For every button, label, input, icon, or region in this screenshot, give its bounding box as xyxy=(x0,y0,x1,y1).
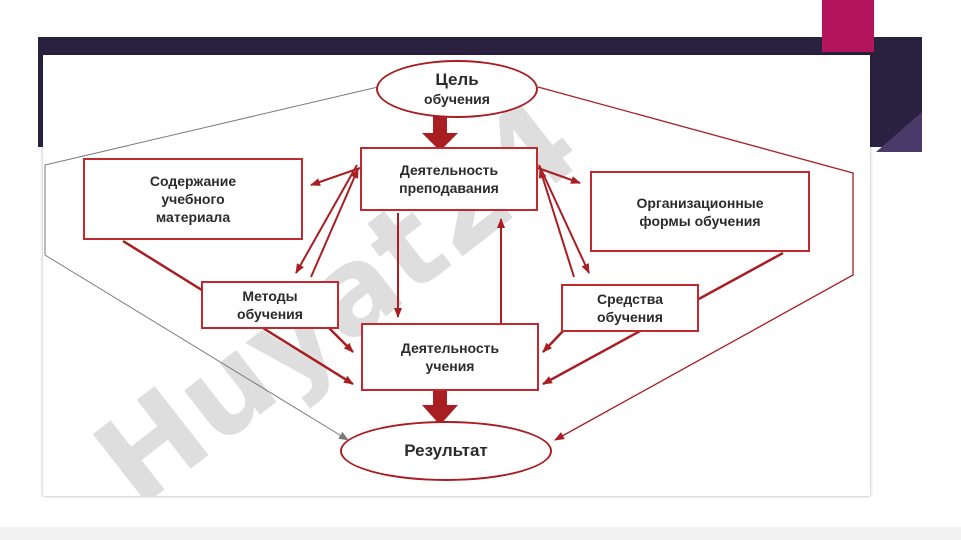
learning-label-line1: Деятельность xyxy=(400,340,500,356)
teaching-label-line2: преподавания xyxy=(399,180,499,196)
forms-label-line2: формы обучения xyxy=(639,212,761,229)
methods-label-line1: Методы xyxy=(242,288,298,304)
teaching-activity-box: Деятельность преподавания xyxy=(360,147,538,211)
content-box: Содержание учебного материала xyxy=(83,158,303,240)
forms-label-line1: Организационные xyxy=(636,194,764,211)
teaching-to-methods-arrow xyxy=(295,164,358,274)
methods-to-learning-arrow xyxy=(327,326,354,353)
means-to-learning-arrow xyxy=(542,330,564,353)
content-label-line2: учебного xyxy=(161,191,225,207)
learning-activity-box: Деятельность учения xyxy=(361,323,539,391)
slide-bottom-strip xyxy=(0,527,961,540)
methods-to-teaching-arrow xyxy=(310,168,359,278)
result-node: Результат xyxy=(340,421,552,481)
goal-to-result-left-line xyxy=(44,86,379,441)
goal-node: Цель обучения xyxy=(376,60,538,118)
goal-to-result-right-line xyxy=(537,86,854,441)
learning-label-line2: учения xyxy=(425,358,475,374)
means-label-line2: обучения xyxy=(597,309,663,325)
organizational-forms-box: Организационные формы обучения xyxy=(590,171,810,252)
goal-label-line1: Цель xyxy=(435,70,479,89)
teaching-to-means-arrow xyxy=(538,164,590,274)
means-box: Средства обучения xyxy=(561,284,699,332)
slide-accent-block xyxy=(822,0,874,52)
means-label-line1: Средства xyxy=(596,291,663,307)
learning-to-result-block-arrow xyxy=(422,385,458,425)
goal-label-line2: обучения xyxy=(424,91,490,107)
goal-to-teaching-block-arrow xyxy=(422,115,458,151)
methods-box: Методы обучения xyxy=(201,281,339,329)
content-label-line3: материала xyxy=(155,209,231,225)
diagram-canvas: Huyat24 xyxy=(43,55,870,496)
result-label: Результат xyxy=(404,441,488,460)
means-to-teaching-arrow xyxy=(538,168,575,278)
methods-label-line2: обучения xyxy=(237,306,303,322)
teaching-label-line1: Деятельность xyxy=(399,162,499,178)
content-label-line1: Содержание xyxy=(149,173,237,189)
slide-corner-triangle xyxy=(876,112,922,152)
